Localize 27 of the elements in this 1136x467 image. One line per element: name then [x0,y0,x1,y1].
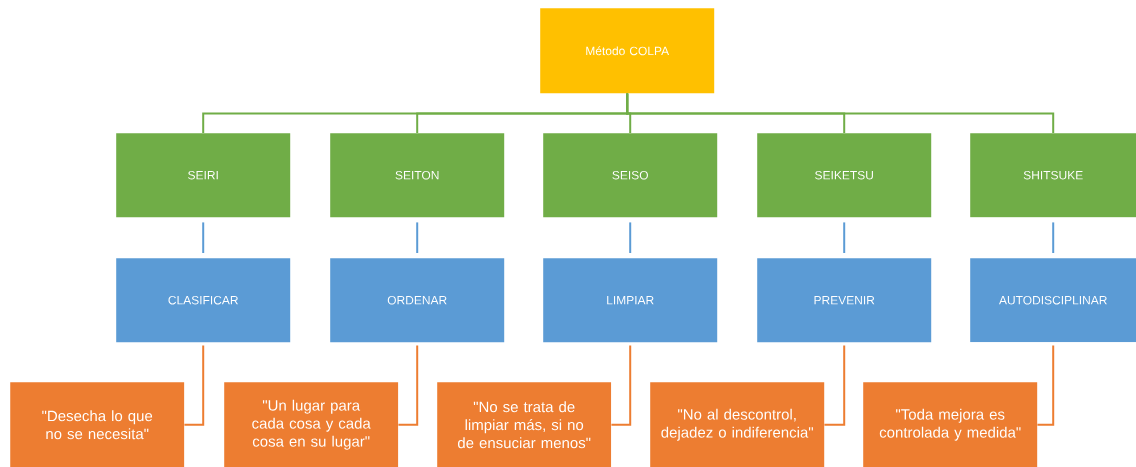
connector [397,344,419,426]
quote-box: "Un lugar para cada cosa y cada cosa en su lugar" [224,382,399,467]
title-box: Método COLPA [540,8,715,94]
connector [843,221,846,254]
process-box: SEISO [543,133,718,218]
process-box: CLASIFICAR [116,258,291,343]
process-box: SHITSUKE [970,133,1136,218]
connector [629,221,632,254]
process-box: AUTODISCIPLINAR [970,258,1136,343]
quote-box: "No al descontrol, dejadez o indiferencia" [650,382,825,467]
connector [416,221,419,254]
connector [183,344,205,426]
process-box: PREVENIR [757,258,932,343]
connector [610,344,632,426]
process-box: SEIRI [116,133,291,218]
quote-box: "Desecha lo que no se necesita" [10,382,185,467]
quote-box: "No se trata de limpiar más, si no de ensuciar menos" [437,382,612,467]
connector [1052,221,1055,254]
connector [202,221,205,254]
quote-box: "Toda mejora es controlada y medida" [863,382,1038,467]
process-box: SEITON [330,133,505,218]
connector [823,344,846,426]
process-box: LIMPIAR [543,258,718,343]
process-box: SEIKETSU [757,133,932,218]
process-box: ORDENAR [330,258,505,343]
connector [626,92,1055,134]
connector [1036,344,1055,426]
